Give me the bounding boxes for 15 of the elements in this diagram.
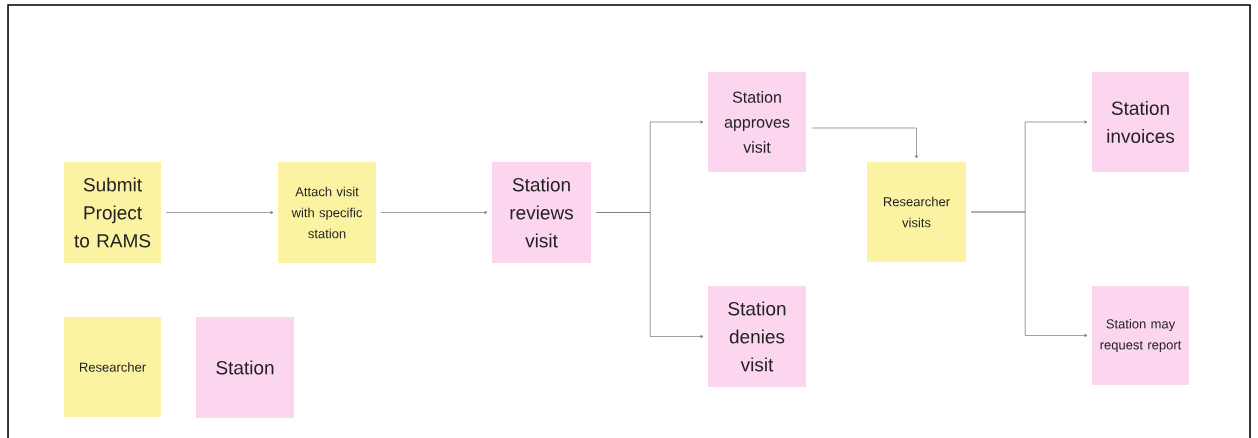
sticky-note: Station approves visit — [708, 72, 806, 172]
legend-label: Researcher — [80, 362, 146, 372]
arrow — [380, 211, 488, 214]
arrow — [165, 211, 274, 214]
arrow — [970, 211, 1088, 337]
legend-label: Station — [216, 360, 274, 375]
sticky-note: Station may request report — [1092, 286, 1189, 385]
sticky-note: Station reviews visit — [492, 162, 591, 263]
sticky-note: Submit Project to RAMS — [64, 162, 161, 263]
sticky-note: Station invoices — [1092, 72, 1189, 172]
sticky-note: Attach visit with specific station — [278, 162, 376, 263]
arrow — [811, 127, 918, 159]
sticky-note: Researcher visits — [867, 162, 966, 262]
sticky-note: Station denies visit — [708, 286, 806, 387]
arrow — [595, 212, 704, 338]
